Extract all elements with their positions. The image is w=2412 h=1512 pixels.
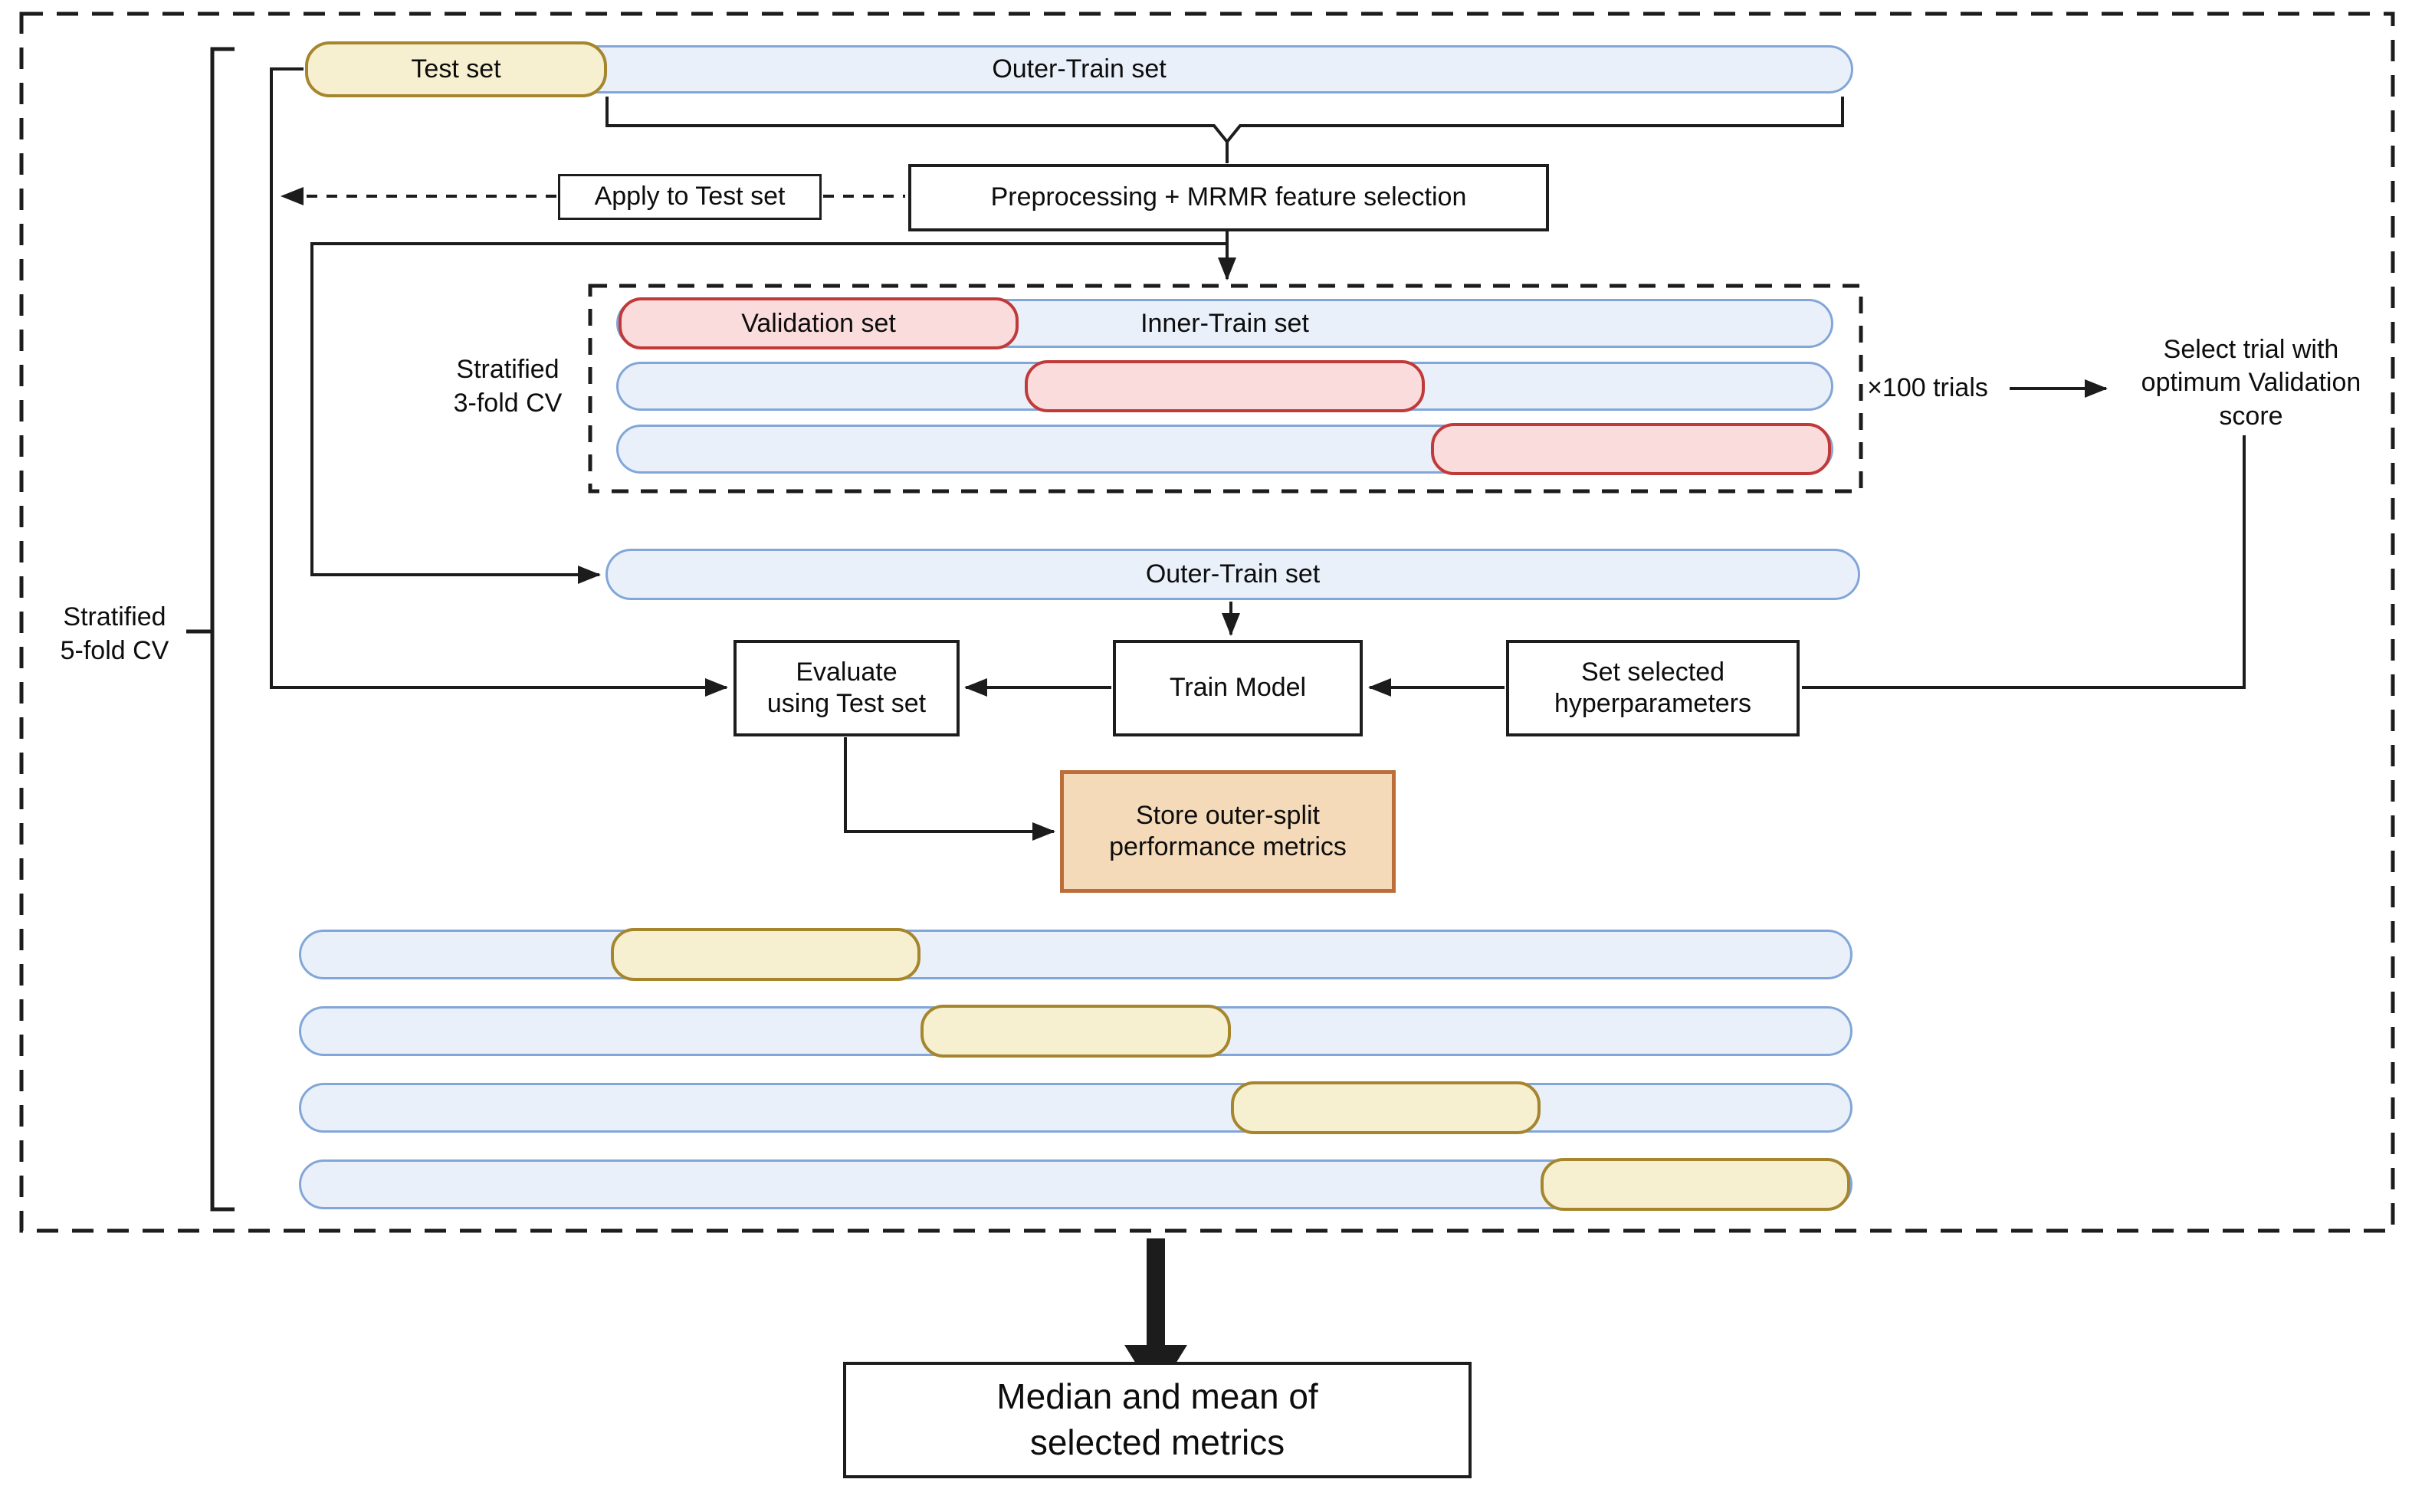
- result-box: Median and mean of selected metrics: [843, 1362, 1472, 1478]
- select-trial-line2: optimum Validation: [2141, 368, 2361, 398]
- result-line1: Median and mean of: [996, 1376, 1318, 1417]
- evaluate-box: Evaluate using Test set: [733, 640, 960, 736]
- train-model-label: Train Model: [1169, 673, 1307, 703]
- stratified-3fold-line1: Stratified: [456, 355, 560, 385]
- hyper-line2: hyperparameters: [1554, 689, 1751, 718]
- outer-cv-fold-bar: [299, 1081, 1852, 1134]
- inner-cv-bar: [616, 360, 1833, 412]
- select-trial-line3: score: [2219, 401, 2283, 431]
- line-select-trial-to-hyper: [1802, 435, 2246, 689]
- hyper-line1: Set selected: [1580, 657, 1725, 687]
- preprocessing-mrmr-box: Preprocessing + MRMR feature selection: [908, 164, 1549, 231]
- inner-cv-bar: Validation set Inner-Train set: [616, 297, 1833, 349]
- stratified-5fold-label: Stratified 5-fold CV: [40, 598, 189, 671]
- test-fold-segment: [1230, 1081, 1541, 1134]
- outer-cv-fold-bar: [299, 1158, 1852, 1211]
- inner-train-set-label: Inner-Train set: [1140, 308, 1309, 338]
- store-metrics-line2: performance metrics: [1109, 832, 1347, 861]
- arrow-evaluate-to-store: [844, 737, 1055, 841]
- select-trial-label: Select trial with optimum Validation sco…: [2125, 330, 2378, 437]
- outer-cv-fold-bar: [299, 928, 1852, 981]
- trials-count-label: ×100 trials: [1867, 373, 1988, 403]
- validation-segment: [1430, 423, 1831, 475]
- test-fold-segment: [920, 1005, 1231, 1058]
- evaluate-line1: Evaluate: [796, 657, 898, 687]
- stratified-5fold-line2: 5-fold CV: [60, 635, 169, 665]
- stratified-3fold-label: Stratified 3-fold CV: [433, 349, 582, 425]
- store-metrics-line1: Store outer-split: [1136, 800, 1320, 830]
- test-set-box: Test set: [305, 41, 607, 97]
- result-line2: selected metrics: [1029, 1422, 1285, 1462]
- brace-outer-train: [605, 97, 1844, 145]
- test-set-label: Test set: [411, 54, 501, 84]
- validation-segment: Validation set: [619, 297, 1019, 349]
- inner-cv-bar: [616, 423, 1833, 475]
- preprocessing-mrmr-label: Preprocessing + MRMR feature selection: [990, 182, 1467, 212]
- store-metrics-box: Store outer-split performance metrics: [1060, 770, 1396, 893]
- stratified-5fold-line1: Stratified: [63, 602, 166, 631]
- train-model-box: Train Model: [1113, 640, 1363, 736]
- validation-set-label: Validation set: [741, 308, 896, 338]
- outer-train-bar-middle: Outer-Train set: [605, 549, 1860, 600]
- apply-to-test-set-label: Apply to Test set: [594, 182, 786, 212]
- outer-train-set-label-middle: Outer-Train set: [1145, 559, 1321, 589]
- evaluate-line2: using Test set: [766, 689, 927, 718]
- trials-label: ×100 trials: [1851, 370, 2004, 407]
- outer-train-set-label-top: Outer-Train set: [992, 54, 1167, 84]
- five-fold-bracket: [210, 47, 235, 1212]
- test-fold-segment: [611, 928, 921, 981]
- stratified-3fold-line2: 3-fold CV: [453, 389, 563, 418]
- apply-to-test-set-box: Apply to Test set: [558, 174, 822, 220]
- select-trial-line1: Select trial with: [2163, 334, 2339, 364]
- validation-segment: [1024, 360, 1426, 412]
- outer-cv-fold-bar: [299, 1005, 1852, 1058]
- test-fold-segment: [1540, 1158, 1850, 1211]
- set-hyperparameters-box: Set selected hyperparameters: [1506, 640, 1800, 736]
